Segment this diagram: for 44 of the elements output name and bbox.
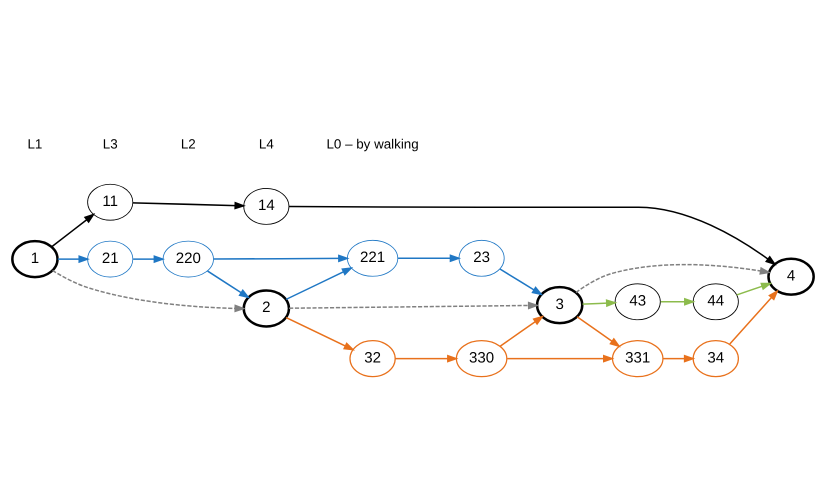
node-ellipse: 44 — [692, 283, 739, 320]
arrow — [729, 290, 779, 345]
node-ellipse: 2 — [242, 289, 290, 328]
node-ellipse: 331 — [612, 340, 664, 378]
node-ellipse: 21 — [87, 240, 134, 278]
arrow — [286, 316, 355, 351]
node-ellipse: 221 — [346, 240, 398, 277]
legend-label: L0 – by walking — [326, 136, 419, 152]
arrow — [507, 354, 614, 363]
legend-label: L3 — [102, 136, 118, 152]
node-ellipse: 34 — [692, 340, 739, 378]
node-ellipse: 3 — [536, 286, 584, 324]
legend-label: L4 — [258, 136, 274, 152]
arrow — [576, 316, 621, 348]
arrow — [58, 255, 90, 264]
arrow — [500, 315, 544, 347]
arrow — [663, 354, 696, 363]
arrow — [207, 270, 250, 299]
arrow — [214, 254, 350, 262]
node-ellipse: 23 — [458, 240, 505, 277]
legend-label: L1 — [27, 136, 42, 152]
arrow — [286, 267, 354, 300]
arrow — [660, 298, 696, 306]
arrow — [52, 270, 246, 312]
node-ellipse: 11 — [87, 184, 134, 221]
arrow — [133, 255, 165, 264]
node-ellipse: 4 — [767, 257, 815, 296]
arrow — [289, 301, 540, 310]
arrow — [736, 282, 772, 296]
arrow — [398, 254, 462, 262]
arrow — [132, 202, 246, 210]
node-ellipse: 32 — [349, 340, 396, 378]
arrow — [289, 206, 777, 266]
arrow — [582, 299, 618, 308]
node-ellipse: 14 — [243, 188, 290, 225]
arrow — [395, 354, 458, 363]
node-ellipse: 330 — [456, 340, 508, 378]
node-ellipse: 43 — [614, 283, 661, 320]
arrow — [576, 264, 772, 294]
legend-label: L2 — [180, 136, 196, 152]
node-ellipse: 1 — [11, 240, 59, 278]
node-ellipse: 220 — [162, 240, 214, 278]
arrow — [51, 213, 96, 248]
arrow — [500, 268, 544, 296]
